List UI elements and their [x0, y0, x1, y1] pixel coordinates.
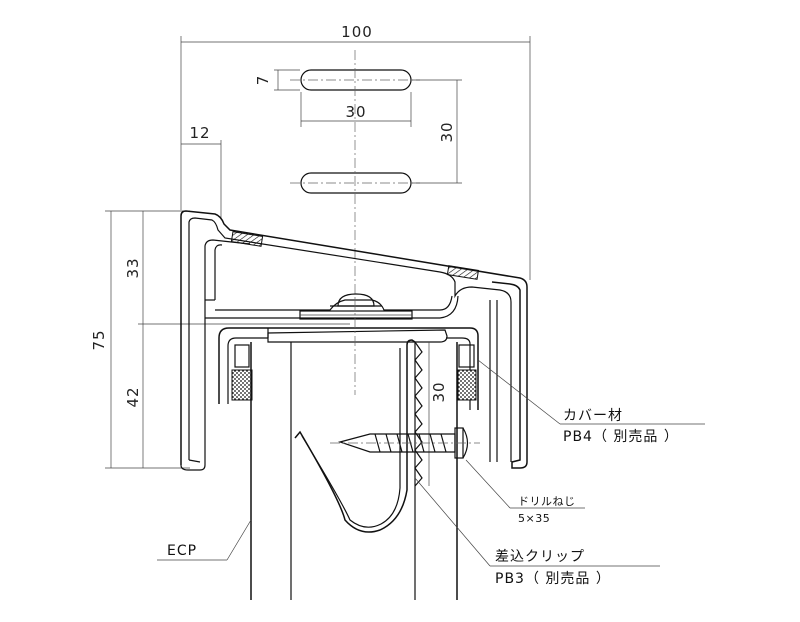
dim-slot-length-text: 30	[345, 103, 366, 121]
callout-cover: カバー材 PB4（ 別売品 ）	[477, 359, 705, 445]
callout-clip: 差込クリップ PB3（ 別売品 ）	[414, 477, 660, 587]
label-cover-name: カバー材	[563, 408, 623, 424]
dim-lip-width: 12	[181, 124, 222, 218]
callout-ecp: ECP	[157, 519, 252, 561]
label-ecp: ECP	[167, 543, 197, 559]
dim-total-height-text: 75	[90, 329, 108, 350]
label-screw-size: 5×35	[518, 512, 550, 525]
clip	[294, 339, 430, 533]
dim-slot-height-text: 7	[254, 75, 272, 86]
dim-slot-length: 30	[300, 92, 412, 127]
channel	[218, 327, 479, 410]
cover-profile	[180, 210, 528, 471]
dim-lip-width-text: 12	[189, 124, 210, 142]
label-clip-name: 差込クリップ	[495, 549, 585, 565]
dim-upper-height: 33	[124, 211, 350, 325]
drill-screw	[330, 427, 480, 459]
seal-strip	[299, 310, 413, 320]
dim-overall-width-text: 100	[341, 23, 373, 41]
dim-slot-height: 7	[254, 69, 300, 91]
label-screw-name: ドリルねじ	[518, 495, 576, 508]
label-clip-code: PB3（ 別売品 ）	[495, 571, 611, 587]
dim-lower-height-text: 42	[124, 386, 142, 407]
dim-upper-height-text: 33	[124, 257, 142, 278]
label-cover-code: PB4（ 別売品 ）	[563, 429, 679, 445]
callout-screw: ドリルねじ 5×35	[465, 459, 585, 525]
dim-clip-height-text: 30	[430, 381, 448, 402]
bolt-head	[330, 293, 382, 307]
dim-total-height: 75	[90, 210, 190, 469]
dim-slot-pitch-text: 30	[438, 121, 456, 142]
dim-lower-height: 42	[124, 324, 144, 468]
dim-overall-width: 100	[180, 23, 531, 280]
dim-slot-pitch: 30	[412, 79, 462, 184]
ecp-panel	[250, 300, 458, 600]
